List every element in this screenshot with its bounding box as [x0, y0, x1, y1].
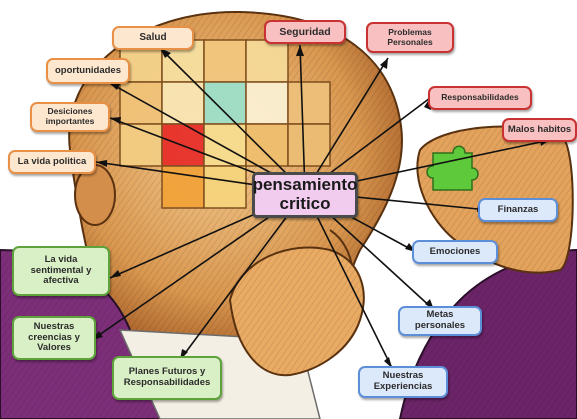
topic-finanzas: Finanzas [478, 198, 558, 222]
topic-vida-sentimental: La vida sentimental y afectiva [12, 246, 110, 296]
topic-metas-personales: Metas personales [398, 306, 482, 336]
topic-responsabilidades: Responsabilidades [428, 86, 532, 110]
topic-nuestras-experiencias: Nuestras Experiencias [358, 366, 448, 398]
topic-vida-politica: La vida politica [8, 150, 96, 174]
topic-malos-habitos: Malos habitos [502, 118, 577, 142]
topic-emociones: Emociones [412, 240, 498, 264]
topic-creencias-valores: Nuestras creencias y Valores [12, 316, 96, 360]
topic-salud: Salud [112, 26, 194, 50]
topic-planes-futuros: Planes Futuros y Responsabilidades [112, 356, 222, 400]
topic-oportunidades: oportunidades [46, 58, 130, 84]
central-topic: pensamiento critico [252, 172, 358, 218]
topic-seguridad: Seguridad [264, 20, 346, 44]
topic-problemas-personales: Problemas Personales [366, 22, 454, 53]
topic-desiciones-importantes: Desiciones importantes [30, 102, 110, 132]
green-puzzle-piece [427, 146, 478, 190]
